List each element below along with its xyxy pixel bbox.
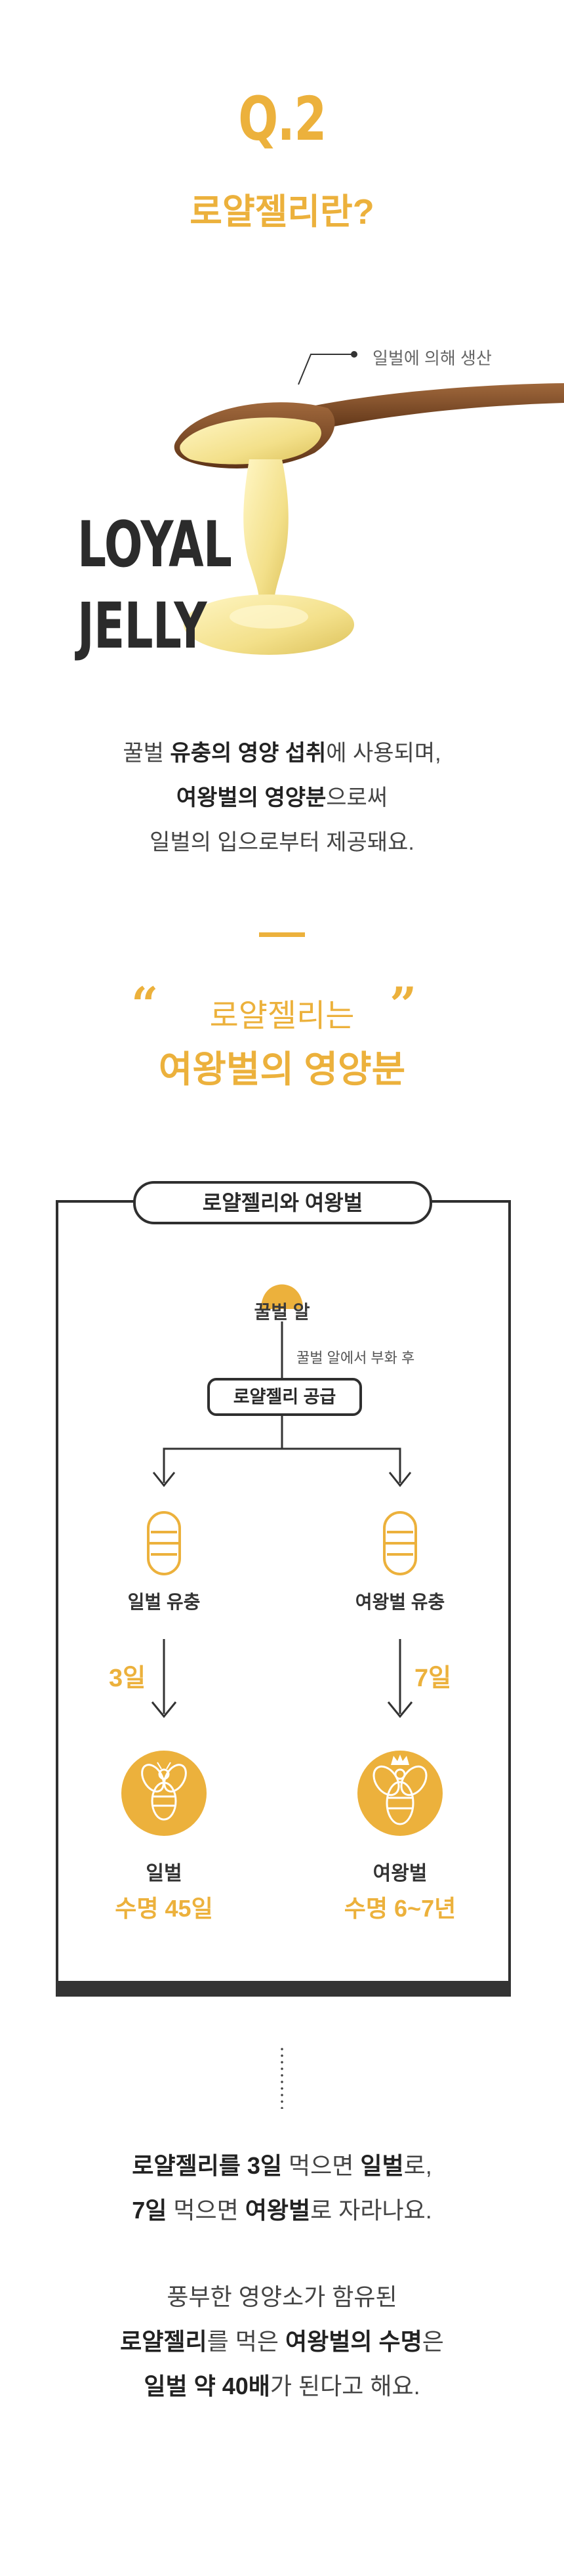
egg-label: 꿀벌 알 xyxy=(254,1302,310,1322)
diagram-frame-bottom xyxy=(56,1981,511,1997)
description-line-2: 여왕벌의 영양분으로써 xyxy=(0,779,564,812)
question-title: 로얄젤리란? xyxy=(190,192,374,232)
hatch-note: 꿀벌 알에서 부화 후 xyxy=(296,1350,415,1366)
quote-subtitle: 로얄젤리는 xyxy=(209,999,355,1033)
desc-2a: 여왕벌의 영양분 xyxy=(176,785,327,810)
sum-5a: 일벌 약 40배 xyxy=(144,2373,270,2399)
summary-line-2: 7일 먹으면 여왕벌로 자라나요. xyxy=(0,2192,564,2226)
description-line-3: 일벌의 입으로부터 제공돼요. xyxy=(150,830,414,855)
sum-5b: 가 된다고 해요. xyxy=(270,2373,420,2399)
section-divider xyxy=(259,932,305,937)
queen-bee-name: 여왕벌 xyxy=(373,1863,428,1884)
worker-bee-name: 일벌 xyxy=(146,1863,182,1884)
dotted-connector xyxy=(281,2046,283,2109)
loyal-word: LOYAL xyxy=(77,508,232,581)
quote-close-mark: ” xyxy=(390,976,417,1032)
summary-line-4: 로얄젤리를 먹은 여왕벌의 수명은 xyxy=(0,2323,564,2357)
desc-1b: 유충의 영양 섭취 xyxy=(170,741,327,766)
description-line-1: 꿀벌 유충의 영양 섭취에 사용되며, xyxy=(0,735,564,767)
sum-4a: 로얄젤리 xyxy=(120,2328,207,2355)
callout-note: 일벌에 의해 생산 xyxy=(373,348,492,368)
sum-2d: 로 자라나요. xyxy=(310,2197,432,2224)
loyal-jelly-title: LOYAL JELLY xyxy=(77,504,232,667)
sum-4d: 은 xyxy=(422,2328,444,2355)
sum-2b: 먹으면 xyxy=(167,2197,245,2224)
worker-larva-label: 일벌 유충 xyxy=(127,1592,201,1612)
quote-open-mark: “ xyxy=(131,976,159,1032)
worker-lifespan: 수명 45일 xyxy=(115,1895,213,1922)
desc-2b: 으로써 xyxy=(326,785,388,810)
summary-line-1: 로얄젤리를 3일 먹으면 일벌로, xyxy=(0,2147,564,2181)
diagram-title: 로얄젤리와 여왕벌 xyxy=(133,1181,432,1224)
sum-2a: 7일 xyxy=(132,2197,167,2224)
royal-jelly-supply-box: 로얄젤리 공급 xyxy=(207,1378,362,1416)
question-number: Q.2 xyxy=(238,84,327,154)
desc-1c: 에 사용되며, xyxy=(326,741,441,766)
summary-line-3: 풍부한 영양소가 함유된 xyxy=(167,2283,397,2310)
sum-4c: 여왕벌의 수명 xyxy=(285,2328,422,2355)
queen-lifespan: 수명 6~7년 xyxy=(344,1895,456,1922)
sum-2c: 여왕벌 xyxy=(245,2197,311,2224)
sum-1d: 로, xyxy=(403,2152,432,2179)
summary-line-5: 일벌 약 40배가 된다고 해요. xyxy=(0,2367,564,2401)
queen-days-label: 7일 xyxy=(414,1665,452,1692)
desc-1a: 꿀벌 xyxy=(123,741,171,766)
spoon-icon xyxy=(174,383,564,655)
sum-1b: 먹으면 xyxy=(282,2152,361,2179)
sum-4b: 를 먹은 xyxy=(207,2328,285,2355)
jelly-word: JELLY xyxy=(77,589,207,663)
queen-larva-label: 여왕벌 유충 xyxy=(355,1592,445,1612)
quote-main: 여왕벌의 영양분 xyxy=(158,1049,406,1090)
sum-1a: 로얄젤리를 3일 xyxy=(132,2152,282,2179)
worker-days-label: 3일 xyxy=(109,1665,146,1692)
sum-1c: 일벌 xyxy=(360,2152,404,2179)
